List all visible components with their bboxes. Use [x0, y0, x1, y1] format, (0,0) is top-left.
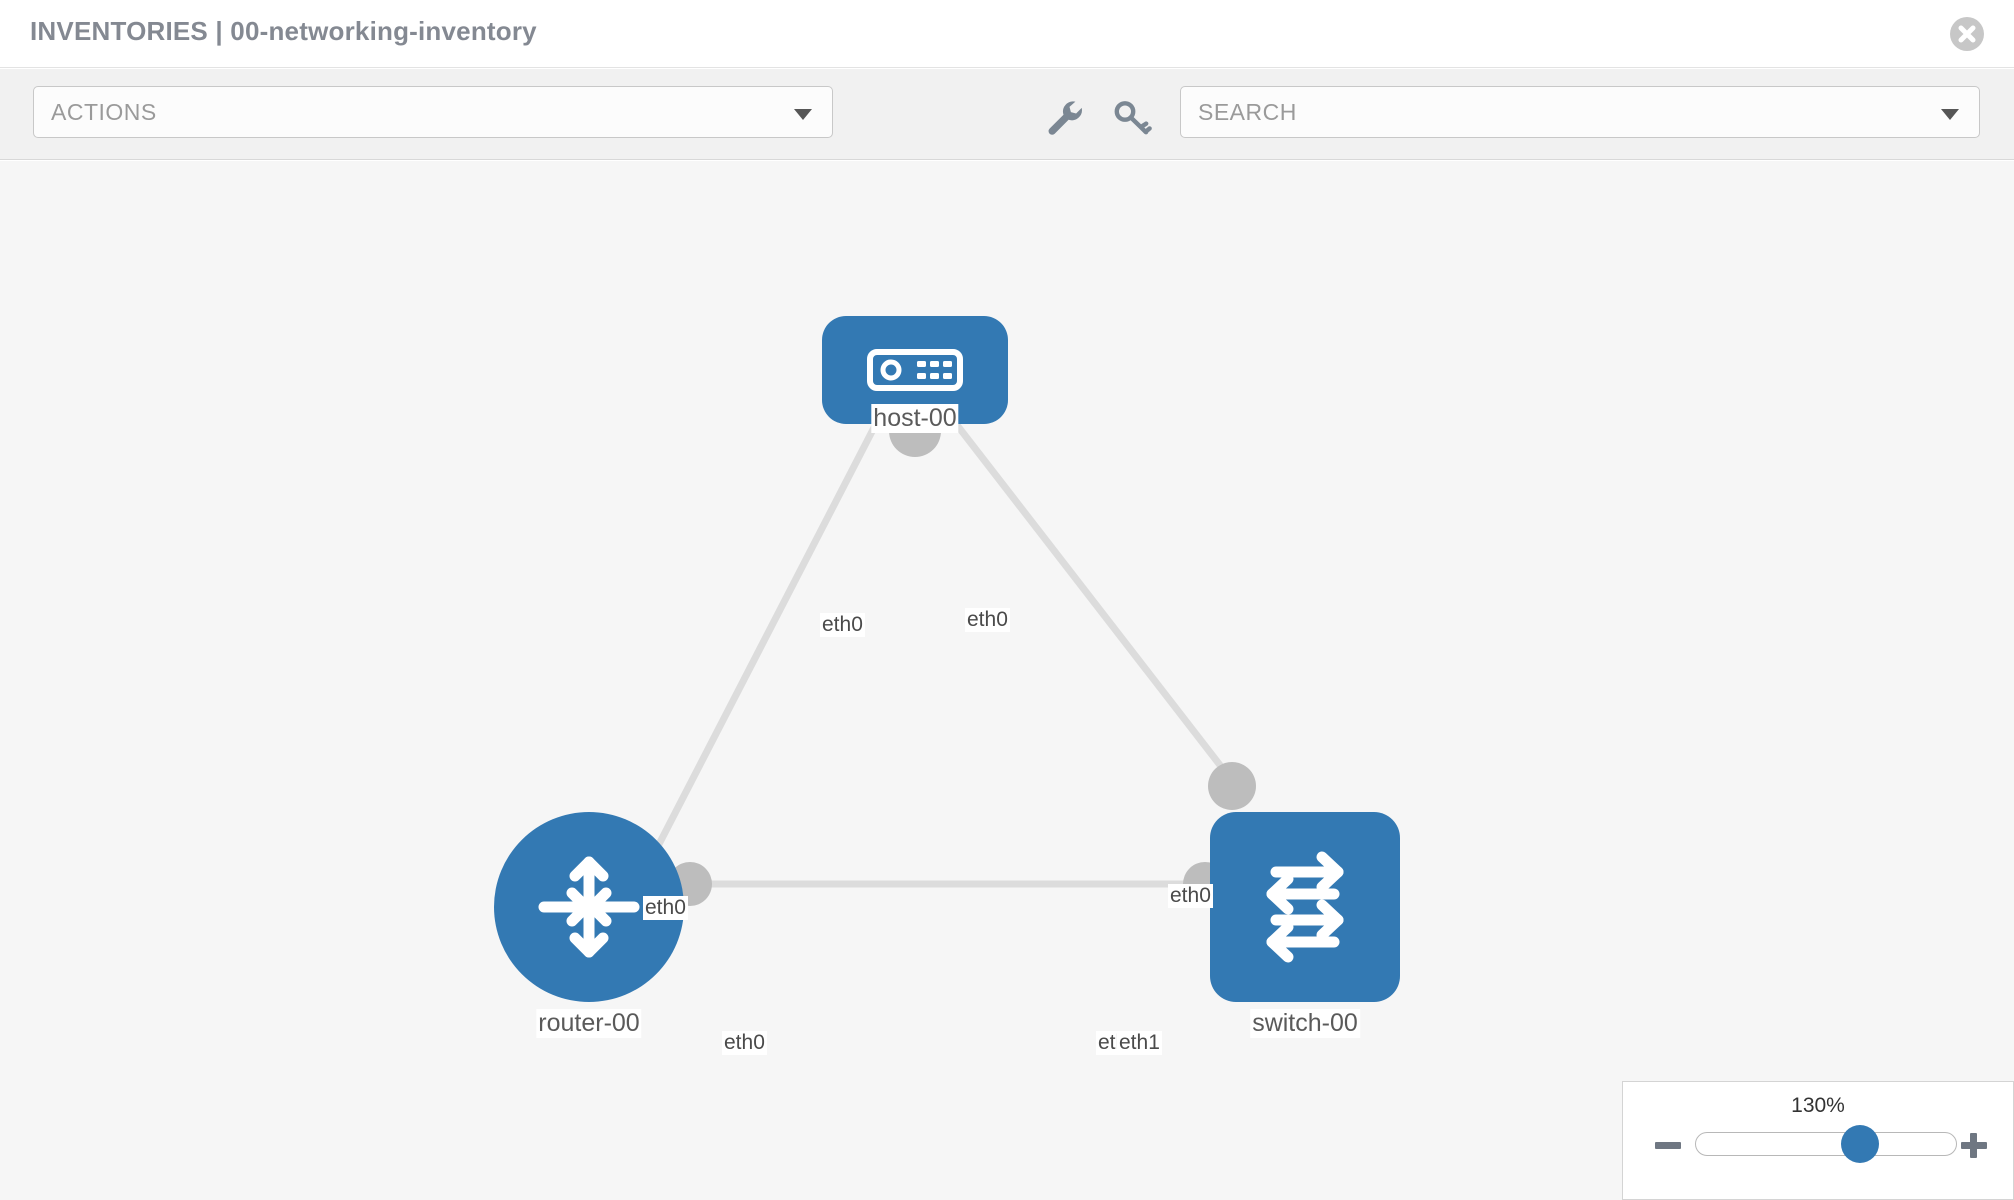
chevron-down-icon[interactable] [1941, 109, 1959, 120]
key-icon[interactable] [1110, 95, 1154, 139]
chevron-down-icon [794, 109, 812, 120]
node-label-host: host-00 [871, 404, 959, 433]
switch-arrows-icon [1266, 851, 1344, 963]
page-header: INVENTORIES | 00-networking-inventory [0, 0, 2014, 68]
node-label-switch: switch-00 [1250, 1009, 1360, 1038]
link-lines [636, 413, 1243, 888]
router-arrows-icon [538, 856, 640, 958]
page-title: INVENTORIES | 00-networking-inventory [30, 16, 537, 46]
server-icon [867, 349, 963, 391]
iface-label-host-right[interactable]: eth0 [965, 608, 1010, 632]
node-label-router: router-00 [536, 1009, 642, 1038]
actions-dropdown-label: ACTIONS [51, 99, 157, 125]
close-icon[interactable] [1950, 17, 1984, 51]
zoom-in-button[interactable] [1959, 1130, 1989, 1160]
zoom-control-panel: 130% [1622, 1081, 2014, 1200]
actions-dropdown[interactable]: ACTIONS [33, 86, 833, 138]
iface-label-router-upper[interactable]: eth0 [643, 896, 688, 920]
topology-canvas[interactable]: host-00 [0, 161, 2014, 1200]
iface-label-router-right[interactable]: eth0 [722, 1031, 767, 1055]
iface-label-switch-left[interactable]: eth1 [1117, 1031, 1162, 1055]
zoom-level-value: 130% [1791, 1094, 1845, 1117]
zoom-slider-thumb[interactable] [1840, 1125, 1879, 1163]
search-input[interactable]: SEARCH [1180, 86, 1980, 138]
zoom-out-button[interactable] [1653, 1130, 1683, 1160]
search-placeholder: SEARCH [1198, 99, 1297, 125]
iface-label-switch-upper[interactable]: eth0 [1168, 884, 1213, 908]
wrench-icon[interactable] [1042, 95, 1086, 139]
zoom-slider-track[interactable] [1695, 1125, 1957, 1163]
node-host-00[interactable]: host-00 [822, 316, 1008, 433]
node-switch-00[interactable]: switch-00 [1210, 812, 1400, 1038]
switch-node-shape [1210, 812, 1400, 1002]
iface-label-host-left[interactable]: eth0 [820, 613, 865, 637]
